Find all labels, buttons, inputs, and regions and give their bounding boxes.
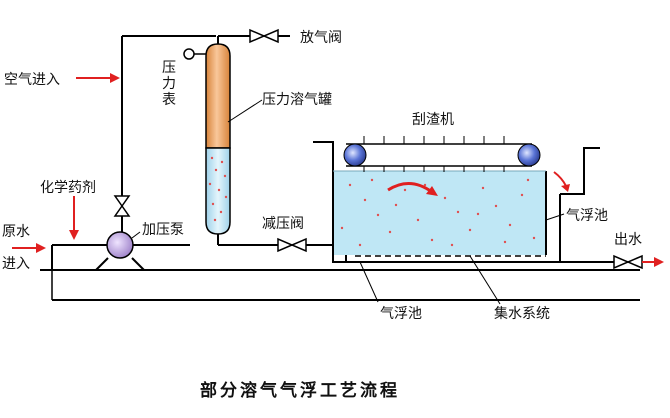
outlet-water-label: 出水: [614, 232, 642, 248]
air-inlet-arrow: [76, 73, 120, 83]
inlet-label: 进入: [2, 256, 30, 272]
air-inlet-pipe: [121, 35, 216, 226]
flotation-basin: [313, 141, 600, 263]
dissolved-air-tank: [205, 43, 231, 235]
diagram-caption: 部分溶气气浮工艺流程: [200, 380, 400, 401]
tank-outlet-line: [217, 234, 347, 262]
pressure-pump-label: 加压泵: [142, 222, 184, 238]
pressure-gauge-label-1: 压: [162, 60, 176, 76]
dissolved-air-tank-label: 压力溶气罐: [262, 92, 332, 108]
raw-water-label: 原水: [2, 224, 30, 240]
skimmer-label: 刮渣机: [412, 112, 454, 128]
vent-valve-label: 放气阀: [300, 30, 342, 46]
flotation-tank-bottom-label: 气浮池: [380, 306, 422, 322]
vent-valve: [249, 28, 279, 44]
chemical-dosing-arrow: [69, 196, 79, 240]
raw-water-line: [51, 244, 100, 270]
outlet-line: [560, 254, 664, 270]
pressure-gauge-label-2: 力: [162, 76, 176, 92]
water-collection-system-label: 集水系统: [494, 305, 550, 322]
pressure-gauge-label-3: 表: [162, 92, 176, 108]
pressure-reducing-valve: [277, 237, 307, 253]
leader-lines: [131, 99, 565, 305]
skimmer: [343, 136, 541, 172]
flotation-tank-right-label: 气浮池: [566, 208, 608, 224]
raw-water-arrow: [12, 243, 46, 253]
ground-slab: [40, 269, 640, 301]
pressure-gauge: [183, 48, 206, 60]
pressure-pump: [95, 226, 145, 271]
air-inlet-label: 空气进入: [4, 72, 60, 88]
chemical-dosing-label: 化学药剂: [40, 180, 96, 196]
pressure-reducing-valve-label: 减压阀: [262, 216, 304, 232]
air-pipe-valve: [113, 195, 131, 217]
